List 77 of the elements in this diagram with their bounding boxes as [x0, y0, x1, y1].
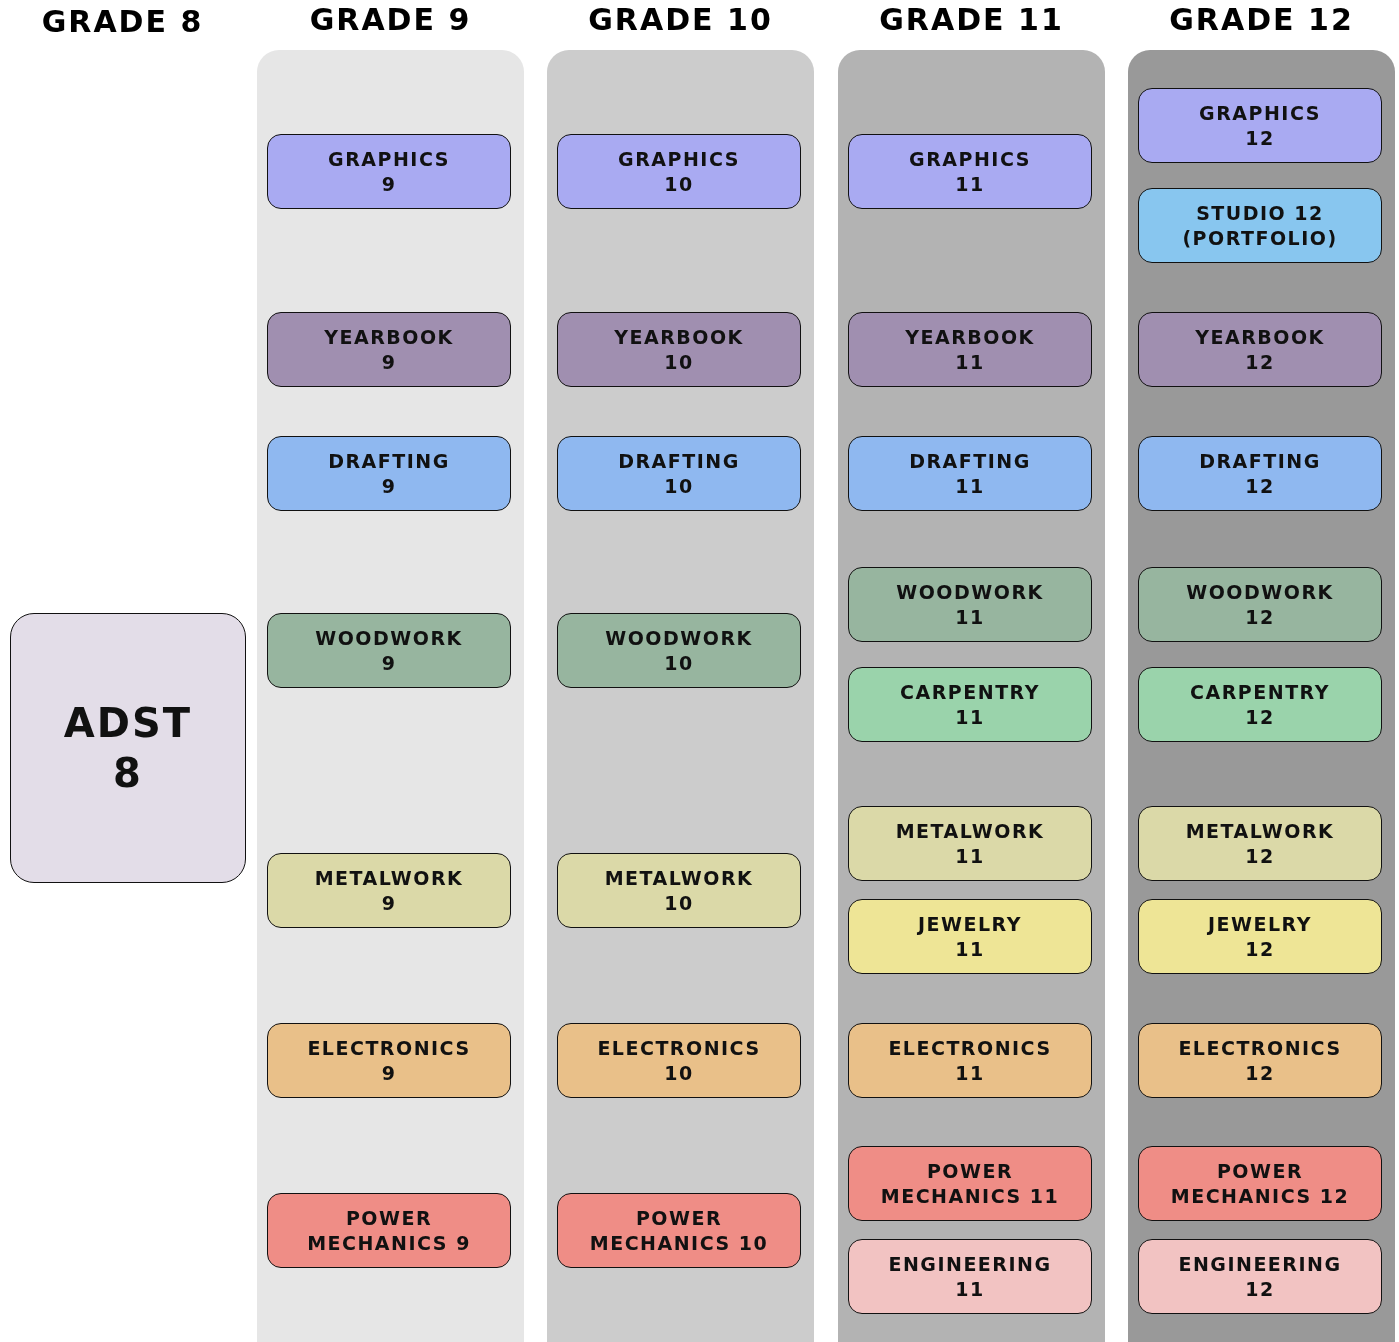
course-box [10, 613, 246, 883]
course-box [848, 134, 1092, 209]
course-box [848, 1146, 1092, 1221]
course-box [267, 853, 511, 928]
course-box [1138, 88, 1382, 163]
course-name: ELECTRONICS 11 [888, 1035, 1052, 1086]
column-heading: GRADE 8 [40, 3, 205, 41]
course-name: ELECTRONICS 9 [307, 1035, 471, 1086]
course-name: JEWELRY 11 [918, 911, 1022, 962]
course-box [1138, 806, 1382, 881]
column-heading: GRADE 12 [1168, 1, 1355, 39]
course-name: DRAFTING 9 [328, 448, 450, 499]
course-box [267, 134, 511, 209]
column-heading: GRADE 9 [308, 1, 473, 39]
course-name: POWER MECHANICS 9 [306, 1205, 472, 1256]
course-box [267, 436, 511, 511]
course-box [848, 312, 1092, 387]
course-box [1138, 436, 1382, 511]
course-name: WOODWORK 9 [315, 625, 463, 676]
course-name: DRAFTING 12 [1199, 448, 1321, 499]
course-box [557, 436, 801, 511]
course-name: CARPENTRY 12 [1190, 679, 1330, 730]
course-box [848, 567, 1092, 642]
course-box [557, 853, 801, 928]
course-name: YEARBOOK 12 [1195, 324, 1325, 375]
course-name: POWER MECHANICS 11 [879, 1158, 1061, 1209]
course-box [1138, 1239, 1382, 1314]
course-box [848, 899, 1092, 974]
course-name: METALWORK 10 [604, 865, 754, 916]
course-name: GRAPHICS 11 [909, 146, 1031, 197]
course-name: WOODWORK 10 [605, 625, 753, 676]
course-box [1138, 667, 1382, 742]
course-box [848, 1239, 1092, 1314]
course-box [557, 1193, 801, 1268]
course-name: DRAFTING 11 [909, 448, 1031, 499]
course-name: JEWELRY 12 [1208, 911, 1312, 962]
course-name: METALWORK 11 [895, 818, 1045, 869]
course-name: ADST 8 [63, 699, 193, 798]
course-name: YEARBOOK 11 [905, 324, 1035, 375]
course-name: WOODWORK 11 [896, 579, 1044, 630]
course-name: ENGINEERING 12 [1178, 1251, 1342, 1302]
course-box [1138, 1146, 1382, 1221]
course-box [557, 312, 801, 387]
course-name: CARPENTRY 11 [900, 679, 1040, 730]
course-name: STUDIO 12 (PORTFOLIO) [1181, 200, 1339, 251]
course-box [848, 667, 1092, 742]
course-name: GRAPHICS 10 [618, 146, 740, 197]
column-heading: GRADE 11 [878, 1, 1065, 39]
course-box [848, 1023, 1092, 1098]
course-box [1138, 1023, 1382, 1098]
course-box [557, 1023, 801, 1098]
course-name: YEARBOOK 9 [324, 324, 454, 375]
course-box [267, 1193, 511, 1268]
course-box [267, 613, 511, 688]
course-name: ENGINEERING 11 [888, 1251, 1052, 1302]
course-box [848, 436, 1092, 511]
course-name: YEARBOOK 10 [614, 324, 744, 375]
course-name: ELECTRONICS 12 [1178, 1035, 1342, 1086]
course-box [848, 806, 1092, 881]
course-name: GRAPHICS 9 [328, 146, 450, 197]
course-box [1138, 312, 1382, 387]
course-name: METALWORK 9 [314, 865, 464, 916]
course-name: POWER MECHANICS 10 [588, 1205, 770, 1256]
course-name: ELECTRONICS 10 [597, 1035, 761, 1086]
course-box [1138, 188, 1382, 263]
course-name: METALWORK 12 [1185, 818, 1335, 869]
course-name: POWER MECHANICS 12 [1169, 1158, 1351, 1209]
course-name: DRAFTING 10 [618, 448, 740, 499]
course-name: WOODWORK 12 [1186, 579, 1334, 630]
course-box [1138, 567, 1382, 642]
course-name: GRAPHICS 12 [1199, 100, 1321, 151]
column-heading: GRADE 10 [587, 1, 774, 39]
course-box [1138, 899, 1382, 974]
course-box [267, 1023, 511, 1098]
course-box [267, 312, 511, 387]
course-box [557, 613, 801, 688]
course-box [557, 134, 801, 209]
